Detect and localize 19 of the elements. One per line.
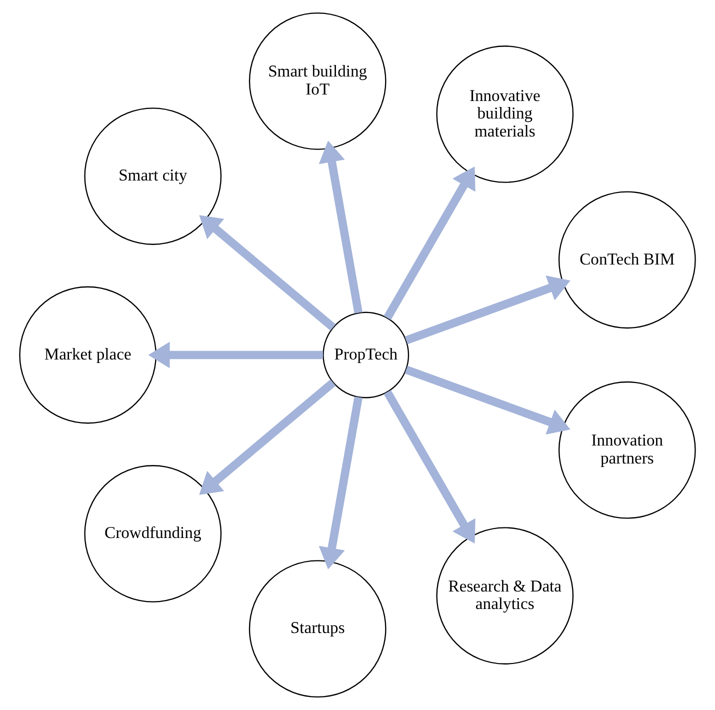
arrow: [318, 396, 363, 570]
node-circle: Research & Data analytics: [436, 527, 574, 664]
arrow: [384, 166, 476, 320]
node-circle: Smart city: [84, 108, 222, 245]
node-circle: Market place: [19, 286, 157, 424]
node-circle: Smart building IoT: [248, 12, 386, 150]
node-circle: Crowdfunding: [84, 465, 222, 602]
node-circle: PropTech: [322, 312, 410, 398]
arrow: [148, 342, 324, 368]
arrow: [318, 140, 363, 314]
node-circle: ConTech BIM: [558, 191, 696, 329]
node-circle: Innovation partners: [558, 381, 696, 519]
arrow: [404, 276, 570, 344]
arrow: [199, 215, 336, 331]
node-circle: Innovative building materials: [436, 46, 574, 183]
arrow: [404, 366, 570, 434]
arrow: [199, 379, 336, 495]
node-circle: Startups: [248, 560, 386, 698]
arrow: [384, 390, 476, 544]
